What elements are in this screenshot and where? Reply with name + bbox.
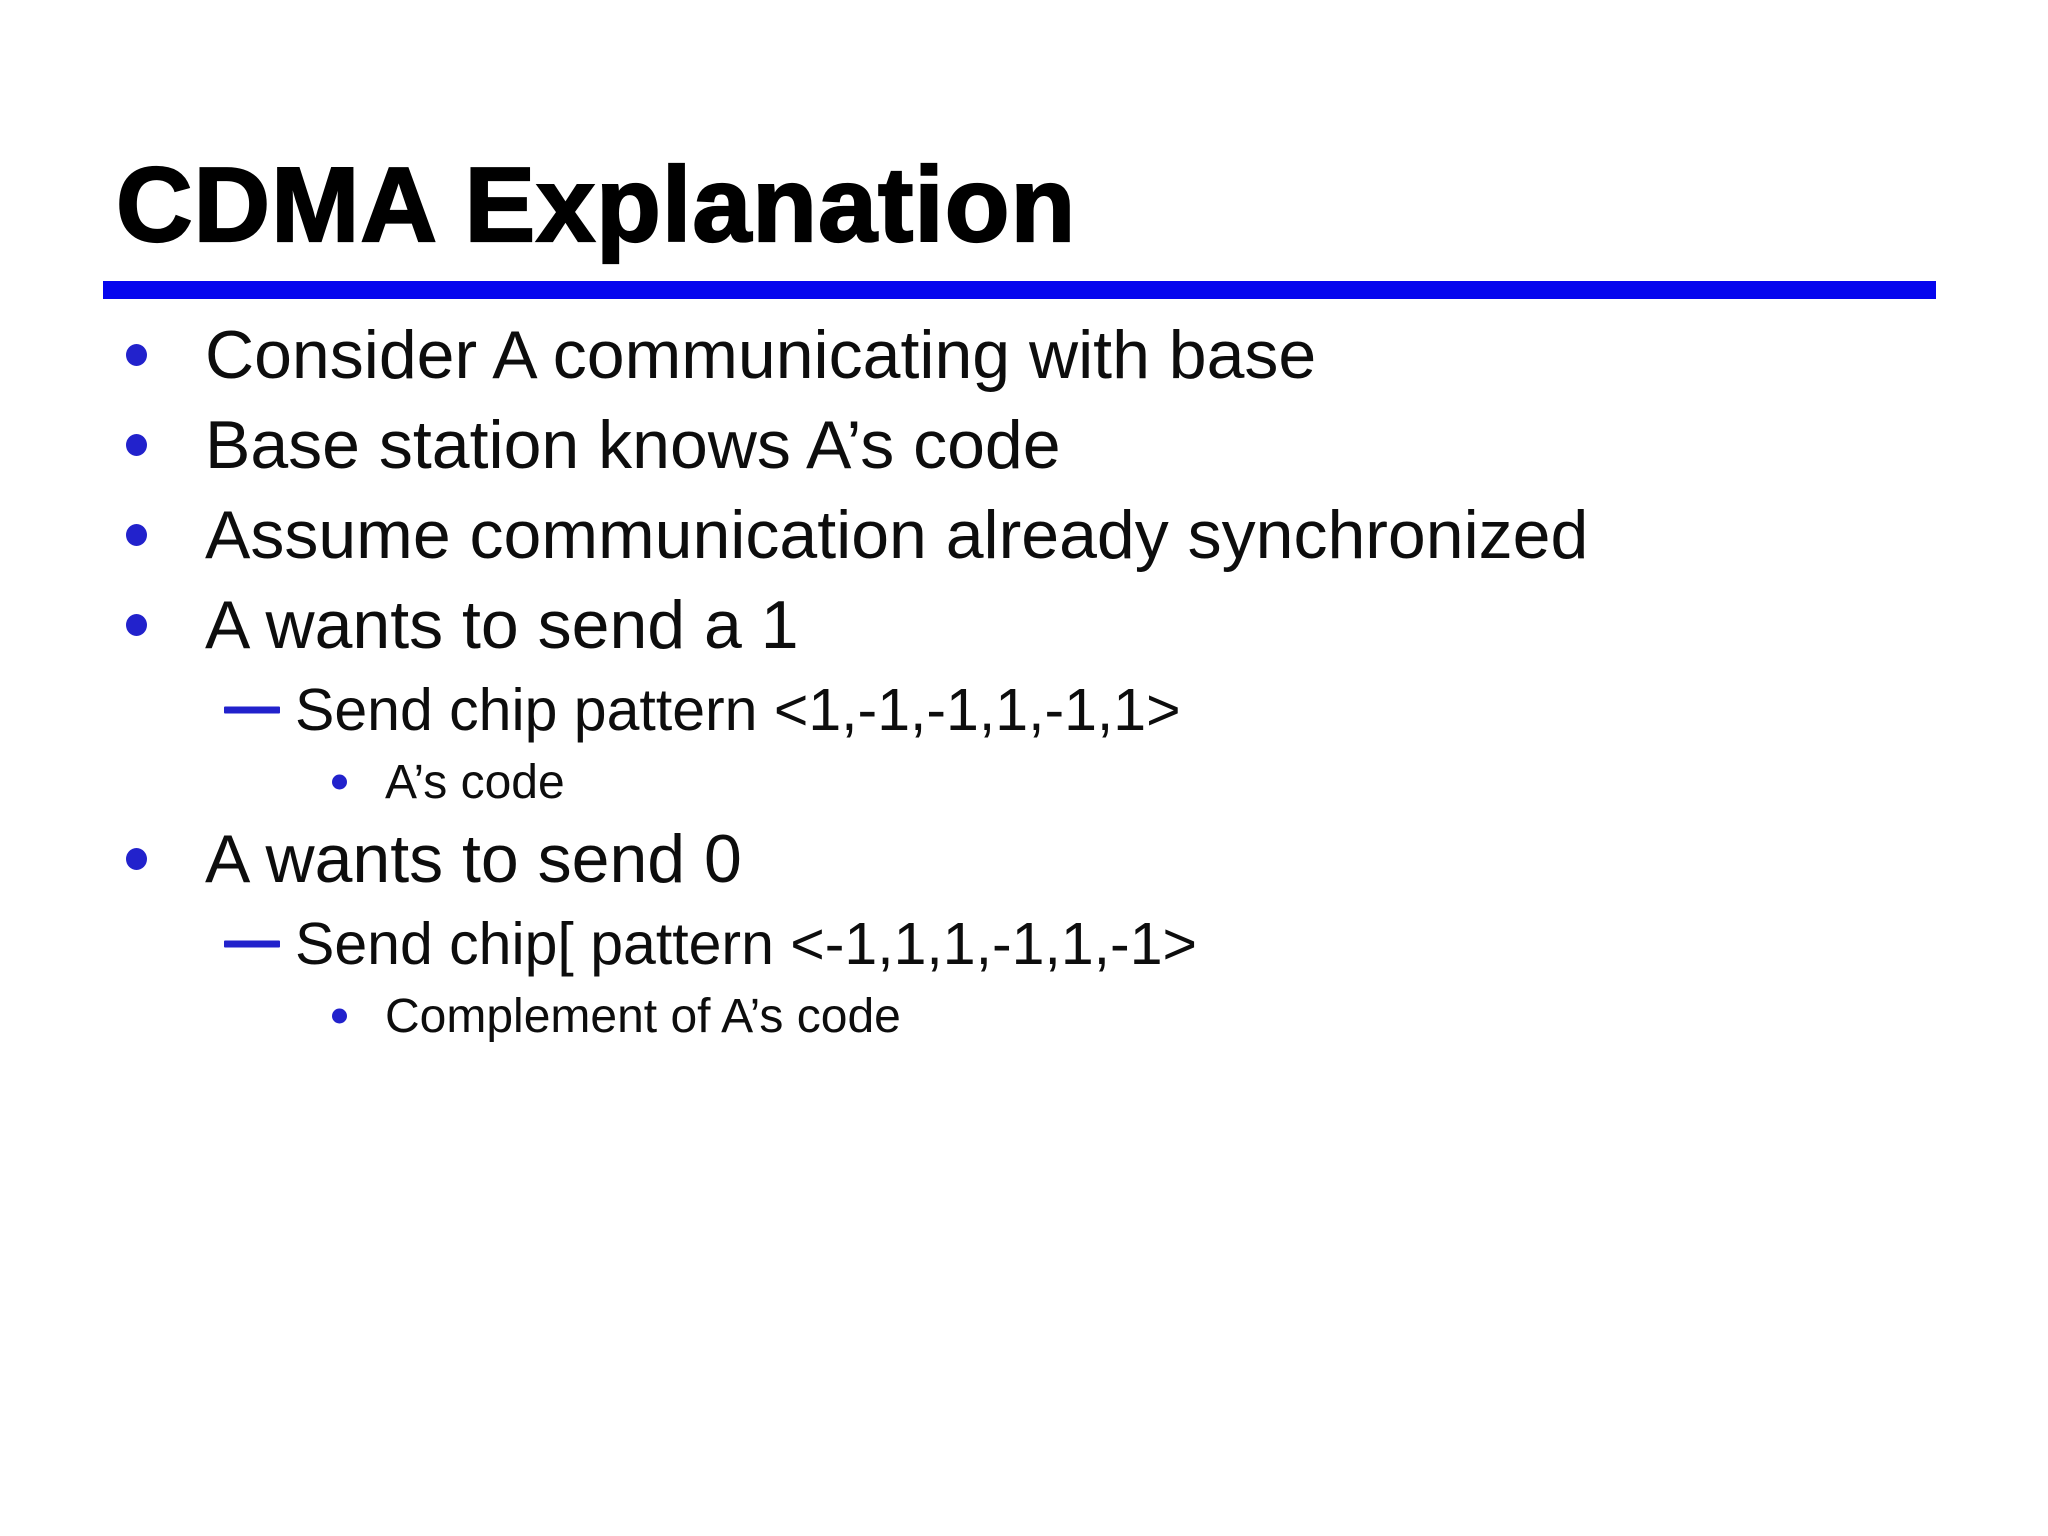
list-item: Send chip pattern <1,-1,-1,1,-1,1> [0,670,2048,750]
list-item: A wants to send 0 [0,814,2048,904]
bullet-text: Consider A communicating with base [205,317,1317,393]
slide-title: CDMA Explanation [115,146,1077,264]
list-item: Send chip[ pattern <-1,1,1,-1,1,-1> [0,904,2048,984]
bullet-text: Complement of A’s code [385,989,901,1043]
bullet-text: A wants to send a 1 [205,587,799,663]
bullet-text: Send chip pattern <1,-1,-1,1,-1,1> [295,677,1181,743]
dash-icon [224,706,280,714]
bullet-dot-icon [126,344,147,366]
bullet-dot-icon [126,434,147,456]
bullet-dot-icon [126,848,147,870]
bullet-dot-icon [332,774,347,790]
list-item: Assume communication already synchronize… [0,490,2048,580]
bullet-dot-icon [332,1008,347,1024]
bullet-dot-icon [126,614,147,636]
dash-icon [224,940,280,948]
bullet-text: Assume communication already synchronize… [205,497,1589,573]
title-underline-rule [103,281,1936,299]
list-item: Base station knows A’s code [0,400,2048,490]
list-item: A wants to send a 1 [0,580,2048,670]
list-item: Complement of A’s code [0,984,2048,1048]
list-item: Consider A communicating with base [0,310,2048,400]
bullet-text: A’s code [385,755,565,809]
bullet-dot-icon [126,524,147,546]
list-item: A’s code [0,750,2048,814]
bullet-text: A wants to send 0 [205,821,742,897]
bullet-text: Send chip[ pattern <-1,1,1,-1,1,-1> [295,911,1197,977]
bullet-text: Base station knows A’s code [205,407,1061,483]
